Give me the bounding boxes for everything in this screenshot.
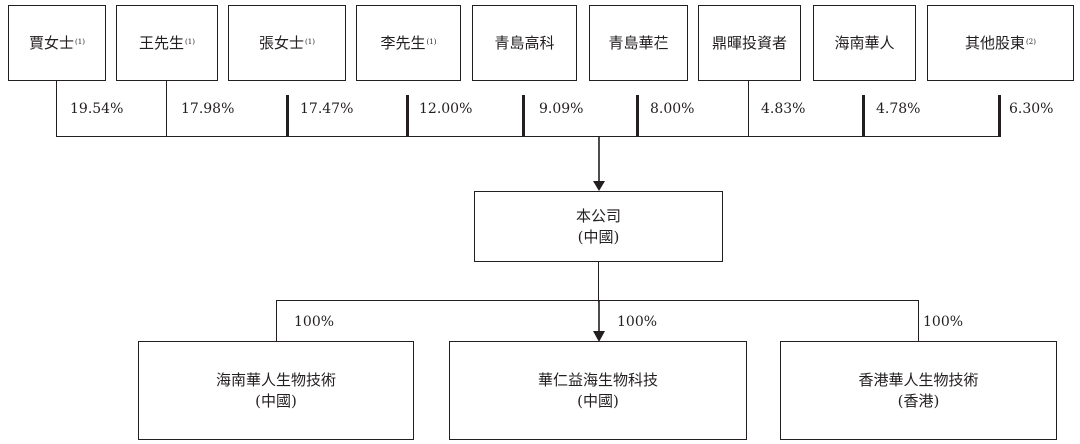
subsidiary-jurisdiction: (中國) bbox=[577, 391, 619, 410]
arrow-head bbox=[593, 331, 605, 342]
shareholder-box-5: 青島高科 bbox=[472, 5, 577, 81]
shareholder-box-7: 鼎暉投資者 bbox=[698, 5, 801, 81]
subsidiary-jurisdiction: (香港) bbox=[897, 391, 940, 410]
shareholder-box-8: 海南華人 bbox=[813, 5, 916, 81]
connector-line bbox=[636, 95, 639, 137]
connector-line bbox=[276, 300, 278, 342]
footnote-marker: (1) bbox=[426, 38, 437, 47]
connector-line bbox=[276, 300, 919, 302]
shareholder-box-1: 賈女士(1) bbox=[8, 5, 106, 81]
footnote-marker: (1) bbox=[185, 38, 195, 47]
connector-line bbox=[748, 81, 750, 137]
shareholder-name: 王先生 bbox=[139, 33, 185, 52]
subsidiary-jurisdiction: (中國) bbox=[255, 391, 297, 410]
ownership-percentage: 12.00% bbox=[419, 101, 473, 117]
footnote-marker: (1) bbox=[305, 38, 315, 47]
shareholder-name: 海南華人 bbox=[834, 33, 895, 52]
shareholder-name: 鼎暉投資者 bbox=[711, 33, 787, 52]
connector-line bbox=[286, 95, 289, 137]
subsidiary-percentage: 100% bbox=[923, 314, 964, 330]
footnote-marker: (2) bbox=[1026, 38, 1036, 47]
arrow-head bbox=[593, 181, 605, 191]
subsidiary-name: 香港華人生物技術 bbox=[858, 371, 979, 390]
ownership-percentage: 4.83% bbox=[761, 101, 806, 117]
subsidiary-name: 海南華人生物技術 bbox=[215, 371, 336, 390]
ownership-percentage: 17.98% bbox=[181, 101, 235, 117]
subsidiary-box-1: 海南華人生物技術 (中國) bbox=[138, 341, 414, 440]
ownership-percentage: 9.09% bbox=[539, 101, 584, 117]
company-jurisdiction: (中國) bbox=[577, 227, 620, 246]
shareholder-name: 張女士 bbox=[259, 33, 305, 52]
shareholder-box-6: 青島華芢 bbox=[589, 5, 688, 81]
ownership-percentage: 19.54% bbox=[70, 101, 124, 117]
shareholder-name: 賈女士 bbox=[29, 33, 75, 52]
shareholder-name: 青島高科 bbox=[494, 33, 555, 52]
ownership-percentage: 17.47% bbox=[300, 101, 354, 117]
connector-line bbox=[522, 95, 525, 137]
ownership-percentage: 6.30% bbox=[1009, 101, 1054, 117]
connector-line bbox=[918, 300, 920, 342]
company-box: 本公司 (中國) bbox=[474, 191, 723, 262]
subsidiary-percentage: 100% bbox=[294, 314, 335, 330]
shareholder-box-2: 王先生(1) bbox=[116, 5, 218, 81]
connector-line bbox=[406, 95, 409, 137]
ownership-percentage: 4.78% bbox=[876, 101, 921, 117]
subsidiary-box-3: 香港華人生物技術 (香港) bbox=[780, 341, 1057, 440]
subsidiary-name: 華仁益海生物科技 bbox=[537, 371, 658, 390]
connector-line bbox=[56, 81, 58, 137]
connector-line bbox=[862, 95, 865, 137]
company-name: 本公司 bbox=[575, 207, 621, 226]
shareholder-name: 青島華芢 bbox=[608, 33, 669, 52]
shareholder-box-3: 張女士(1) bbox=[228, 5, 346, 81]
subsidiary-box-2: 華仁益海生物科技 (中國) bbox=[449, 341, 747, 440]
ownership-percentage: 8.00% bbox=[650, 101, 695, 117]
shareholder-box-9: 其他股東(2) bbox=[927, 5, 1074, 81]
shareholder-box-4: 李先生(1) bbox=[356, 5, 461, 81]
connector-line bbox=[998, 95, 1001, 137]
connector-line bbox=[56, 136, 1000, 138]
shareholder-name: 李先生 bbox=[380, 33, 426, 52]
footnote-marker: (1) bbox=[75, 38, 85, 47]
shareholder-name: 其他股東 bbox=[965, 33, 1026, 52]
connector-line bbox=[166, 81, 168, 137]
connector-line bbox=[598, 262, 600, 302]
subsidiary-percentage: 100% bbox=[617, 314, 658, 330]
